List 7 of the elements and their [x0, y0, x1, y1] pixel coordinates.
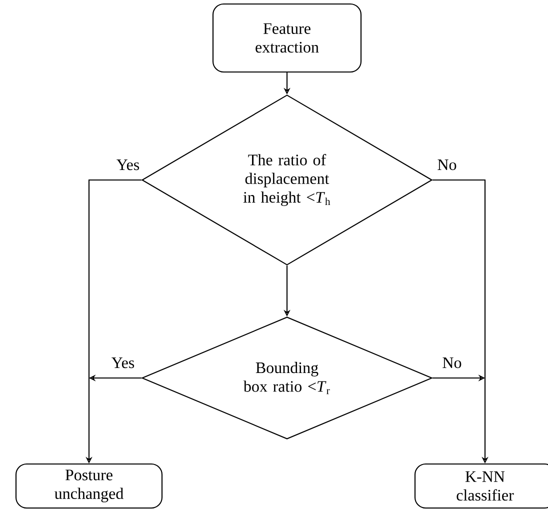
edge-label: No: [438, 160, 456, 170]
edge-label: Yes: [112, 358, 134, 368]
terminal-box: Posture unchanged: [15, 463, 163, 509]
edge-label: Yes: [116, 160, 140, 170]
process-box: Feature extraction: [212, 3, 362, 73]
terminal-box: K-NN classifier: [414, 463, 548, 509]
edge-label: No: [442, 358, 462, 368]
